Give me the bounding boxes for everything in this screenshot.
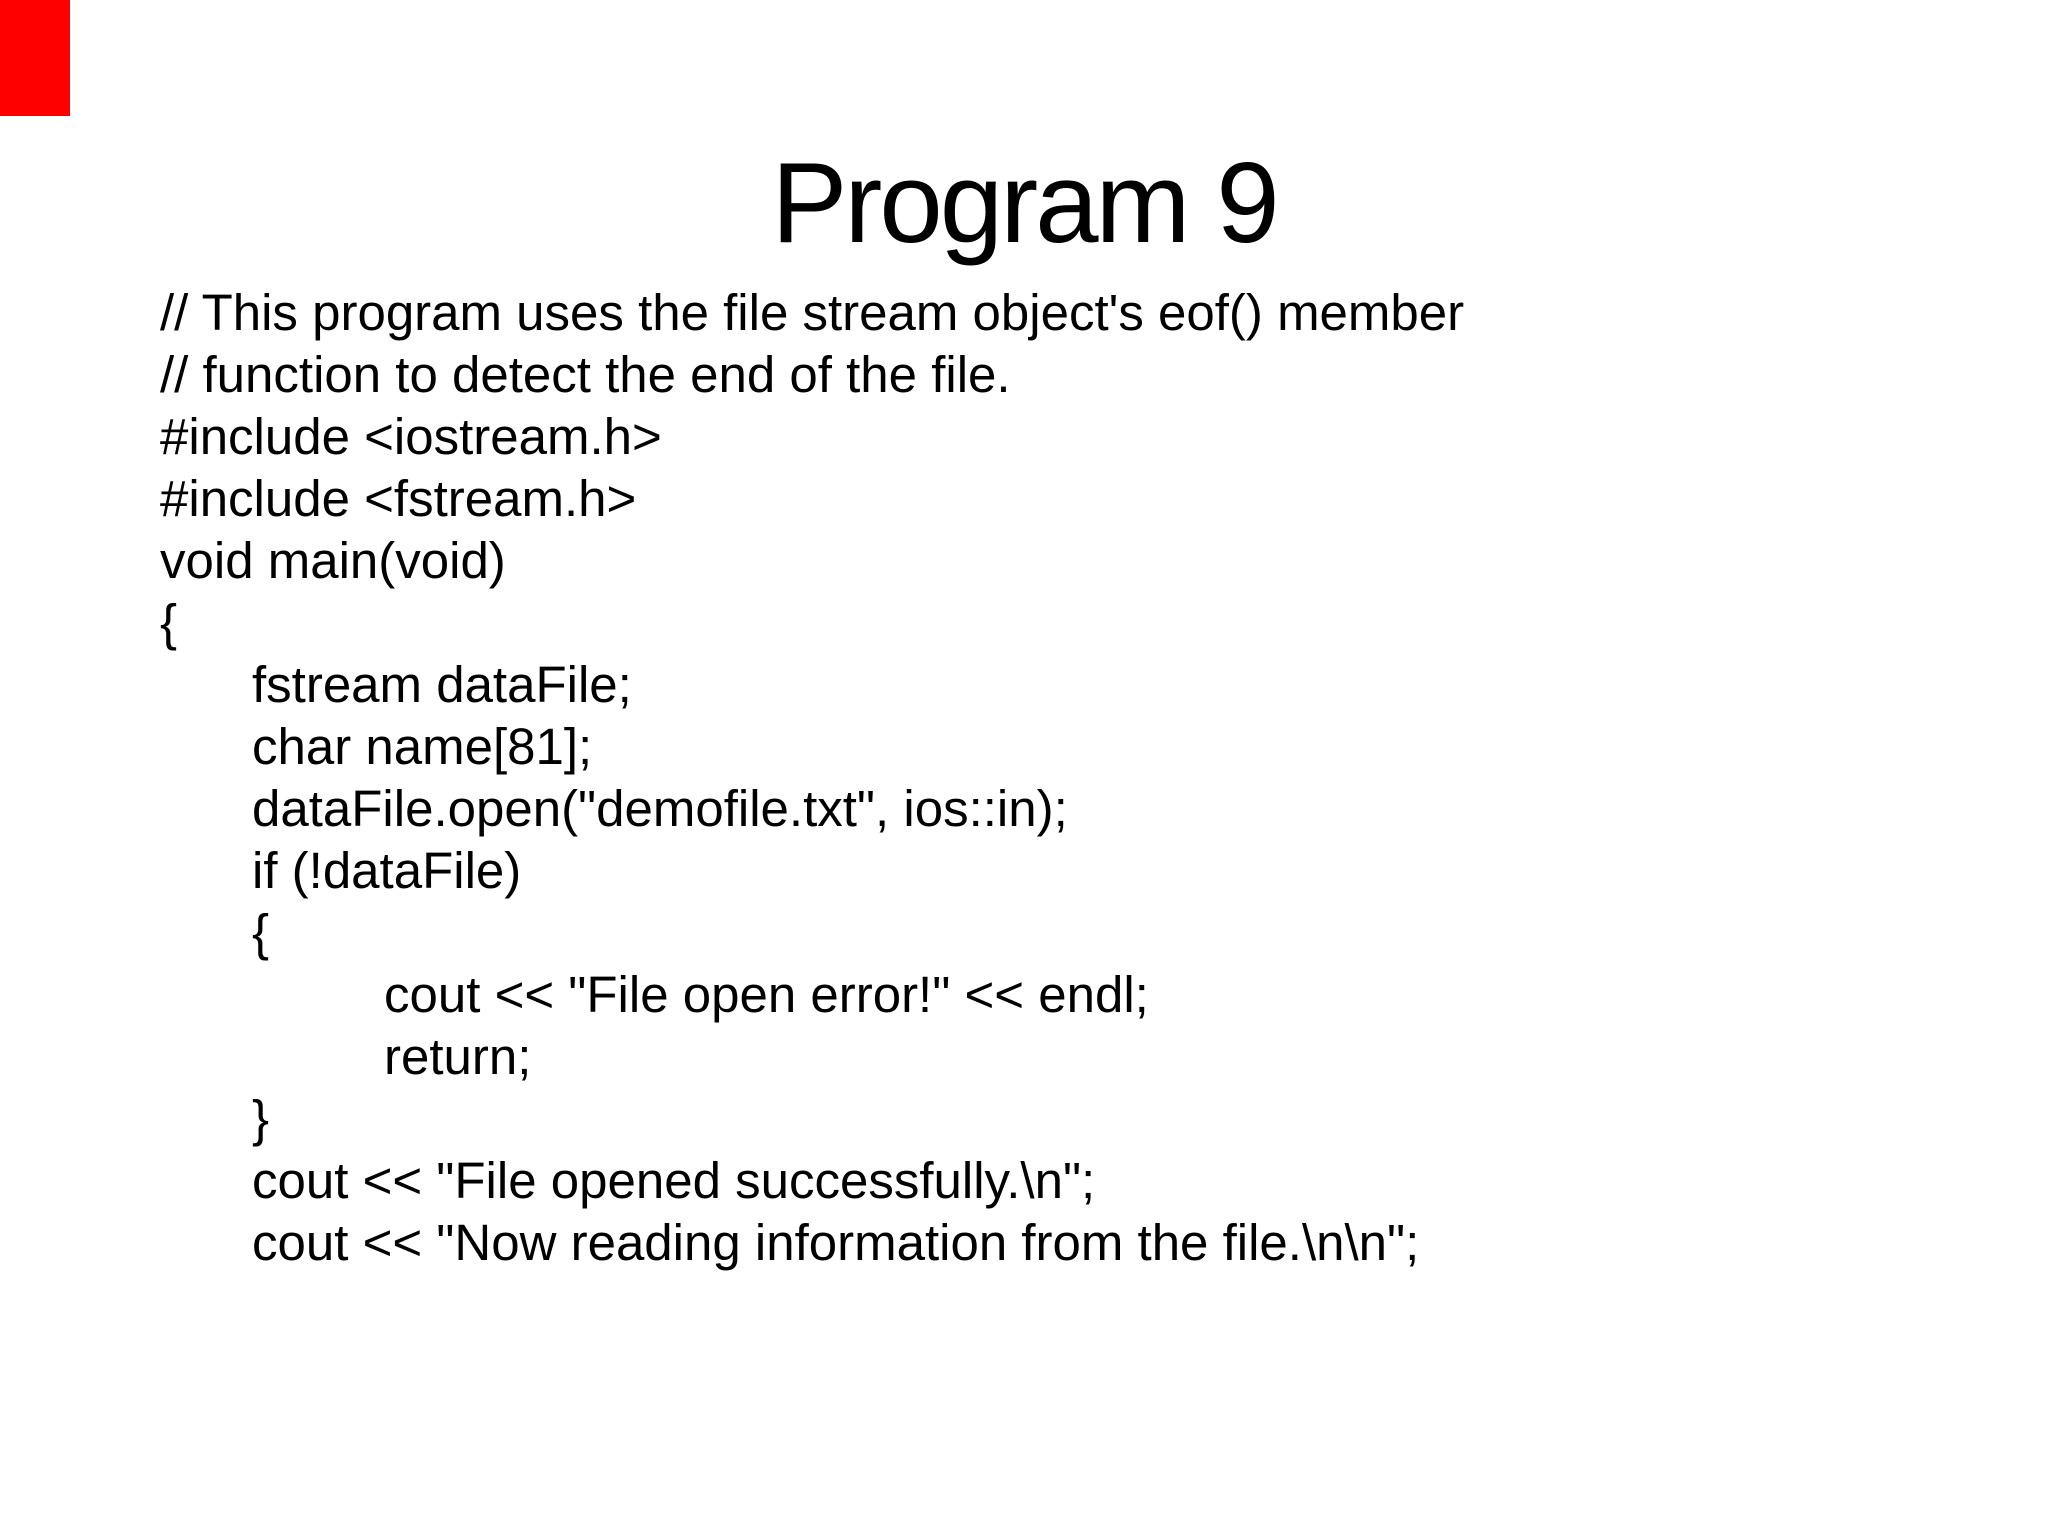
code-line: char name[81]; xyxy=(252,718,593,775)
code-line: { xyxy=(160,594,178,651)
page-title: Program 9 xyxy=(771,140,1279,267)
red-accent-bar xyxy=(0,0,70,116)
code-line: #include <fstream.h> xyxy=(160,470,637,527)
code-line: return; xyxy=(384,1028,532,1085)
code-line: cout << "File open error!" << endl; xyxy=(384,966,1149,1023)
code-block: // This program uses the file stream obj… xyxy=(160,282,2008,1274)
code-line: dataFile.open("demofile.txt", ios::in); xyxy=(252,780,1068,837)
code-line: // function to detect the end of the fil… xyxy=(160,346,1011,403)
code-line: #include <iostream.h> xyxy=(160,408,662,465)
code-line: cout << "Now reading information from th… xyxy=(252,1214,1420,1271)
code-line: // This program uses the file stream obj… xyxy=(160,284,1465,341)
code-line: if (!dataFile) xyxy=(252,842,522,899)
code-line: { xyxy=(252,904,270,961)
code-line: cout << "File opened successfully.\n"; xyxy=(252,1152,1096,1209)
code-line: } xyxy=(252,1090,270,1147)
code-line: void main(void) xyxy=(160,532,506,589)
code-line: fstream dataFile; xyxy=(252,656,632,713)
